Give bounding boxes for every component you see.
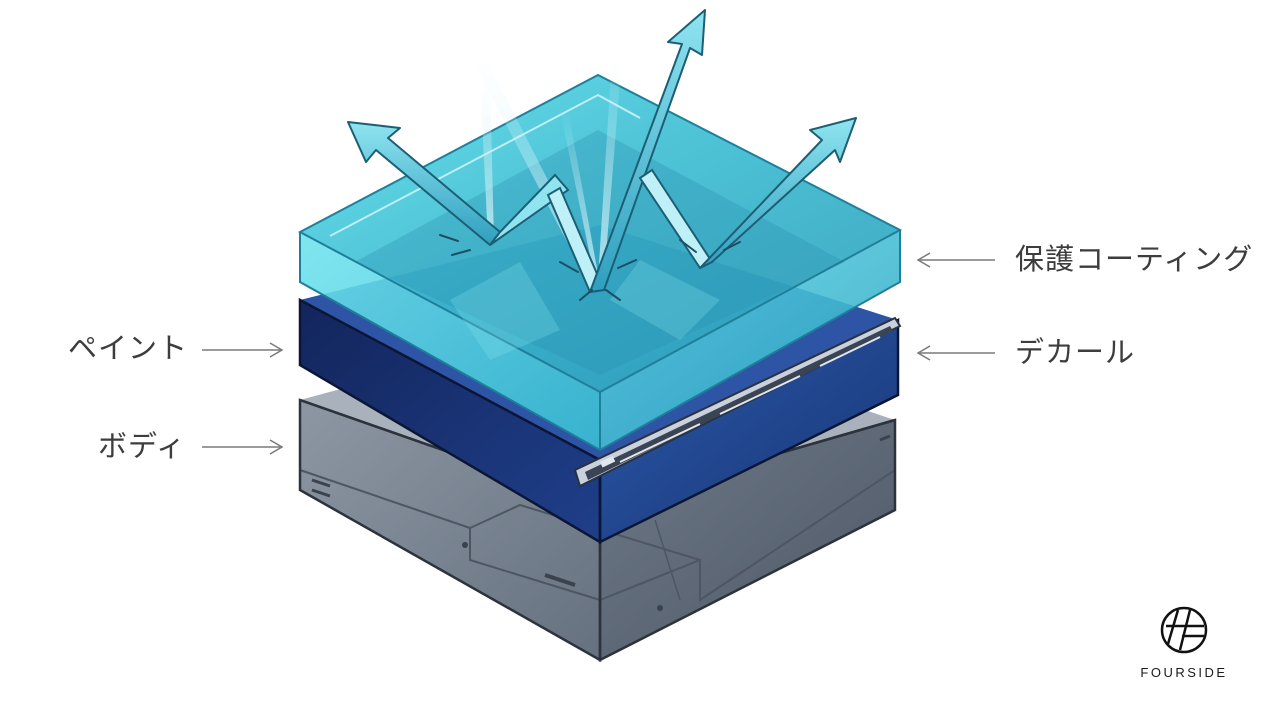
decal-strip [573, 316, 902, 488]
label-body: ボディ [98, 429, 186, 463]
coating-left-face [300, 232, 600, 450]
reflection-arrows [347, 9, 857, 301]
reflect-arrow-center [589, 9, 706, 293]
callout-arrow-protective-coating [916, 252, 995, 268]
coating-right-face [600, 230, 900, 450]
callout-arrow-paint [202, 342, 284, 358]
paint-left-face [300, 300, 600, 542]
label-decal: デカール [1015, 335, 1136, 369]
label-protective-coating: 保護コーティング [1015, 242, 1254, 276]
callout-arrows [202, 252, 995, 455]
fourside-logo-icon [1160, 606, 1208, 654]
callout-arrow-decal [916, 345, 995, 361]
paint-right-face [600, 320, 898, 542]
label-paint: ペイント [68, 331, 189, 365]
body-left-face [300, 400, 600, 660]
callout-arrow-body [202, 439, 284, 455]
reflect-arrow-right [699, 117, 857, 269]
coating-top-face [300, 75, 900, 392]
body-right-face [600, 420, 895, 660]
brand-name: FOURSIDE [1140, 665, 1228, 680]
